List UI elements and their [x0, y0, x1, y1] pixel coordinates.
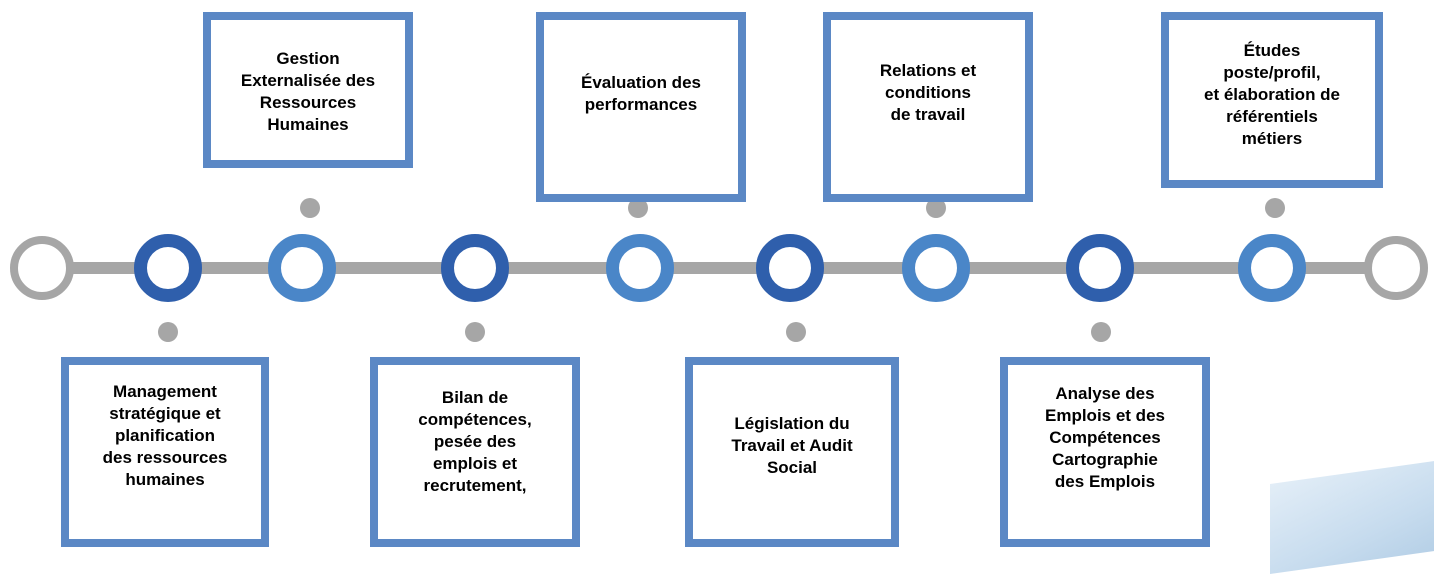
box-gestion-externalisee: Gestion Externalisée des Ressources Huma… [203, 12, 413, 168]
timeline-node-2 [268, 234, 336, 302]
timeline-node-7 [1066, 234, 1134, 302]
box-text: Études poste/profil, et élaboration de r… [1203, 41, 1341, 148]
connector-dot-bottom-1 [158, 322, 178, 342]
box-analyse-emplois: Analyse des Emplois et des Compétences C… [1000, 357, 1210, 547]
box-management-strategique: Management stratégique et planification … [61, 357, 269, 547]
box-evaluation-performances: Évaluation des performances [536, 12, 746, 202]
box-relations-conditions: Relations et conditions de travail [823, 12, 1033, 202]
box-text: Management stratégique et planification … [102, 382, 228, 489]
connector-dot-top-2 [628, 198, 648, 218]
timeline-node-1 [134, 234, 202, 302]
timeline-node-3 [441, 234, 509, 302]
timeline-line [40, 262, 1400, 274]
box-bilan-competences: Bilan de compétences, pesée des emplois … [370, 357, 580, 547]
box-etudes-poste-profil: Études poste/profil, et élaboration de r… [1161, 12, 1383, 188]
box-text: Législation du Travail et Audit Social [731, 414, 853, 477]
timeline-node-5 [756, 234, 824, 302]
timeline-node-6 [902, 234, 970, 302]
decorative-corner-image [1270, 455, 1434, 574]
connector-dot-top-4 [1265, 198, 1285, 218]
box-text: Gestion Externalisée des Ressources Huma… [240, 49, 376, 134]
box-text: Évaluation des performances [581, 73, 701, 114]
box-text: Analyse des Emplois et des Compétences C… [1045, 384, 1165, 491]
connector-dot-bottom-4 [1091, 322, 1111, 342]
connector-dot-bottom-2 [465, 322, 485, 342]
timeline-node-8 [1238, 234, 1306, 302]
timeline-start-node [10, 236, 74, 300]
connector-dot-bottom-3 [786, 322, 806, 342]
timeline-node-4 [606, 234, 674, 302]
connector-dot-top-3 [926, 198, 946, 218]
connector-dot-top-1 [300, 198, 320, 218]
box-legislation-travail: Législation du Travail et Audit Social [685, 357, 899, 547]
box-text: Bilan de compétences, pesée des emplois … [418, 388, 532, 495]
timeline-end-node [1364, 236, 1428, 300]
box-text: Relations et conditions de travail [879, 61, 977, 124]
